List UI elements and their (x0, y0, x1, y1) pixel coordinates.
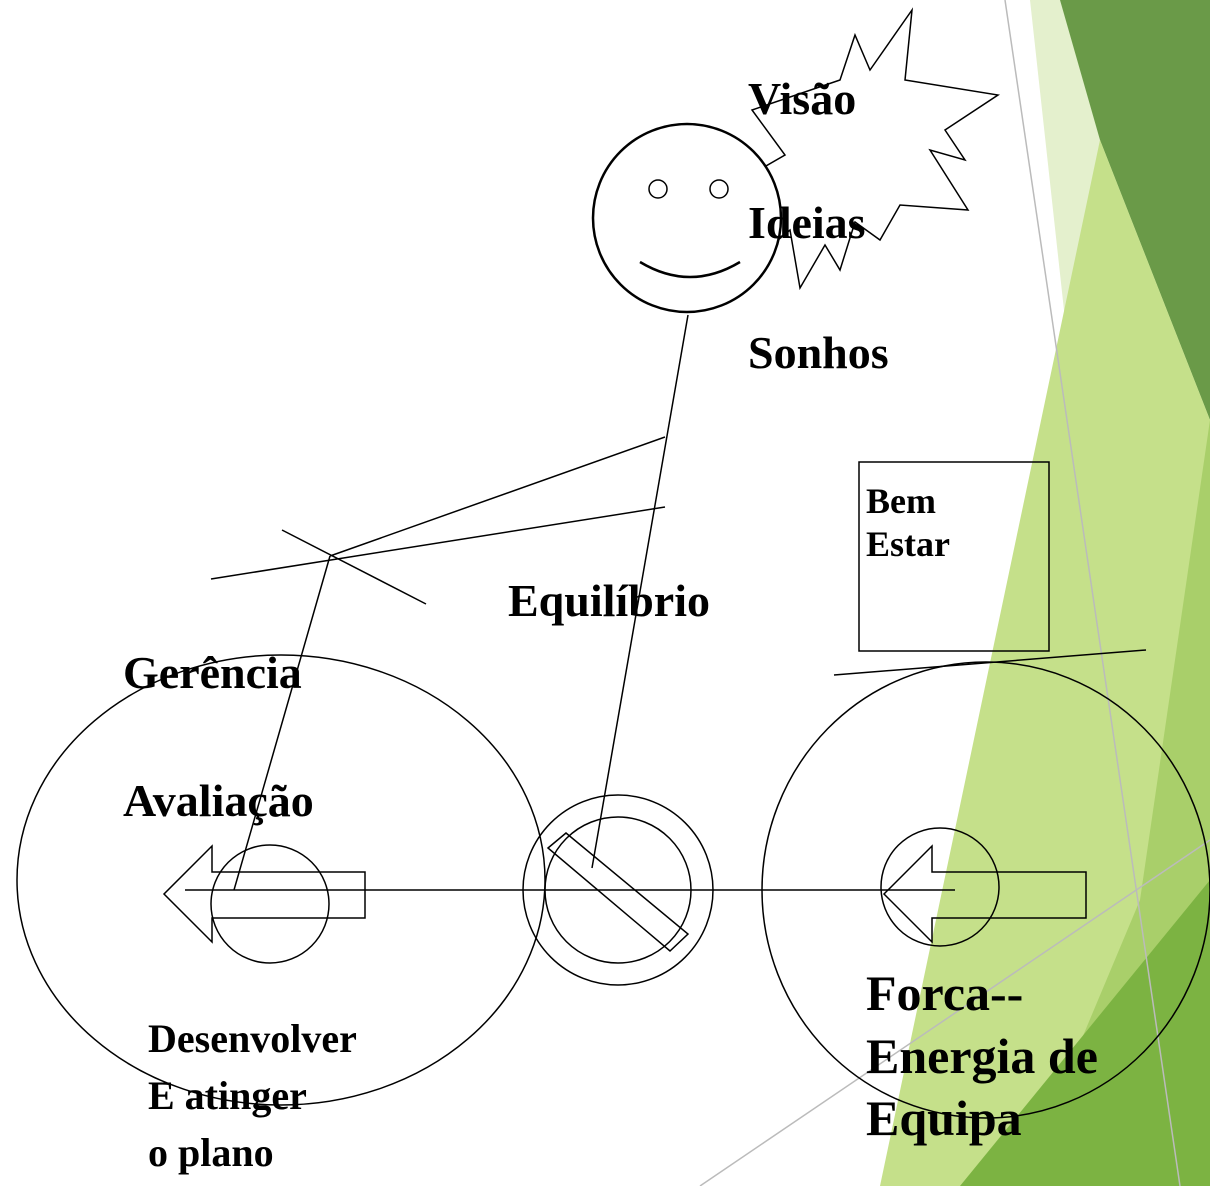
front-hub (210, 844, 330, 964)
label-bem-estar: Bem Estar (866, 481, 950, 565)
right-eye (709, 179, 729, 199)
no-symbol-outer (522, 794, 714, 986)
green-band-bright (960, 880, 1210, 1186)
rear-arrow (882, 844, 1087, 944)
rear-hub (880, 827, 1000, 947)
thin-guide-line (1004, 0, 1181, 1187)
left-eye (648, 179, 668, 199)
label-desenvolver: Desenvolver E atinger o plano (148, 1016, 357, 1176)
green-band-dark (1060, 0, 1210, 420)
no-symbol-bar (546, 832, 690, 953)
label-sonhos: Sonhos (748, 327, 889, 378)
label-forca: Forca-- Energia de Equipa (866, 965, 1098, 1146)
label-ideias: Ideias (748, 197, 866, 248)
bicycle-frame (185, 314, 1147, 891)
front-arrow (162, 844, 366, 944)
face (591, 122, 783, 314)
no-symbol-inner (544, 816, 692, 964)
green-decoration (699, 0, 1210, 1187)
smile (639, 260, 741, 279)
label-equilibrio: Equilíbrio (508, 575, 710, 626)
top-tube-lower (210, 506, 666, 580)
green-band-light (880, 140, 1210, 1186)
label-gerencia: Gerência (123, 647, 302, 698)
label-avaliacao: Avaliação (123, 775, 314, 826)
fork (233, 555, 331, 891)
no-symbol (522, 794, 714, 986)
bem-estar-box (858, 461, 1050, 652)
seat-tube (591, 314, 689, 869)
label-visao: Visão (748, 73, 857, 124)
rear-wheel (761, 661, 1210, 1119)
top-tube-upper (329, 436, 666, 557)
handlebar (281, 529, 427, 605)
thin-guide-line (699, 839, 1210, 1187)
